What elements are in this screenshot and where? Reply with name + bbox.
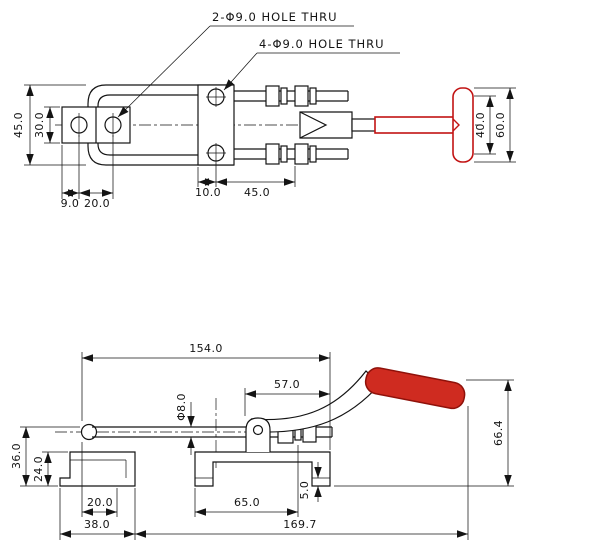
dim-edge-to-base-hole-label: 10.0 [195,186,221,199]
dim-block-width: 30.0 [33,106,60,144]
dim-overall-height: 66.4 [334,379,514,487]
handle-shaft [374,116,456,134]
dim-overall-height-label: 66.4 [492,420,505,446]
dim-hole-offset: 20.0 [81,442,118,517]
dim-rod-to-edge-label: 57.0 [274,378,300,391]
u-bolt-rods [234,85,349,165]
pivot-bracket [197,84,235,166]
washer [280,145,288,163]
dim-base-hole-position: 10.0 45.0 [195,163,296,199]
handle-grip [364,367,466,410]
dim-latch-height: 36.0 [10,426,80,487]
mounting-block [61,106,131,144]
handle-notch [452,118,460,132]
callout-2-holes-label: 2-Φ9.0 HOLE THRU [212,10,338,24]
bottom-view: 154.0 57.0 Φ8.0 36.0 24.0 [10,342,514,540]
callout-2-holes: 2-Φ9.0 HOLE THRU [117,10,354,118]
dim-block-width-label: 30.0 [33,112,46,138]
hex-nut [265,85,280,107]
dim-rod-to-edge: 57.0 [244,378,330,416]
dim-bar-length: 154.0 [81,342,331,450]
dim-overall-width-label: 45.0 [12,112,25,138]
leader-4-holes [223,52,258,91]
pivot-support [245,417,271,452]
dim-latch-width: 38.0 [59,488,136,540]
dim-foot-thickness-label: 5.0 [298,481,311,500]
dim-latch-width-label: 38.0 [84,518,110,531]
callout-4-holes-label: 4-Φ9.0 HOLE THRU [259,37,385,51]
hex-nut [294,143,309,165]
dim-overall-width: 45.0 [12,84,86,166]
dim-hole-offset-label: 20.0 [87,496,113,509]
dim-base-length: 65.0 [194,445,299,517]
dim-latch-height-label: 36.0 [10,443,23,469]
base-channel [194,451,331,487]
pivot-pin [252,424,264,436]
hex-nut [265,143,280,165]
dim-hole-pitch-label: 20.0 [84,197,110,210]
latch-bar-side [80,423,258,441]
dim-ubolt-pitch: 40.0 [474,95,496,155]
washer [309,145,317,163]
top-view: 2-Φ9.0 HOLE THRU 4-Φ9.0 HOLE THRU 45.0 3… [12,10,516,210]
hex-nut [294,85,309,107]
washer [280,87,288,105]
dim-plate-height-label: 24.0 [32,456,45,482]
dim-base-hole-pitch-label: 45.0 [244,186,270,199]
dim-handle-width: 60.0 [474,87,516,163]
dim-hole-position: 9.0 20.0 [61,135,114,210]
handle-t-bar [452,87,474,163]
washer [309,87,317,105]
dim-foot-thickness: 5.0 [298,462,322,502]
dim-edge-to-hole-label: 9.0 [61,197,80,210]
dim-handle-width-label: 60.0 [494,112,507,138]
dim-overall-length-label: 169.7 [283,518,317,531]
latch-plate [59,451,136,487]
dim-base-length-label: 65.0 [234,496,260,509]
dim-plate-height: 24.0 [32,451,68,486]
dim-bar-length-label: 154.0 [189,342,223,355]
dim-overall-length: 169.7 [135,406,469,540]
dim-bar-diameter: Φ8.0 [175,393,195,455]
t-handle [374,87,474,163]
leader-2-holes [117,25,211,118]
dim-ubolt-pitch-label: 40.0 [474,112,487,138]
clevis-spindle [299,111,379,139]
dim-bar-diameter-label: Φ8.0 [175,393,188,421]
lever-arm [250,370,381,433]
callout-4-holes: 4-Φ9.0 HOLE THRU [223,37,400,91]
